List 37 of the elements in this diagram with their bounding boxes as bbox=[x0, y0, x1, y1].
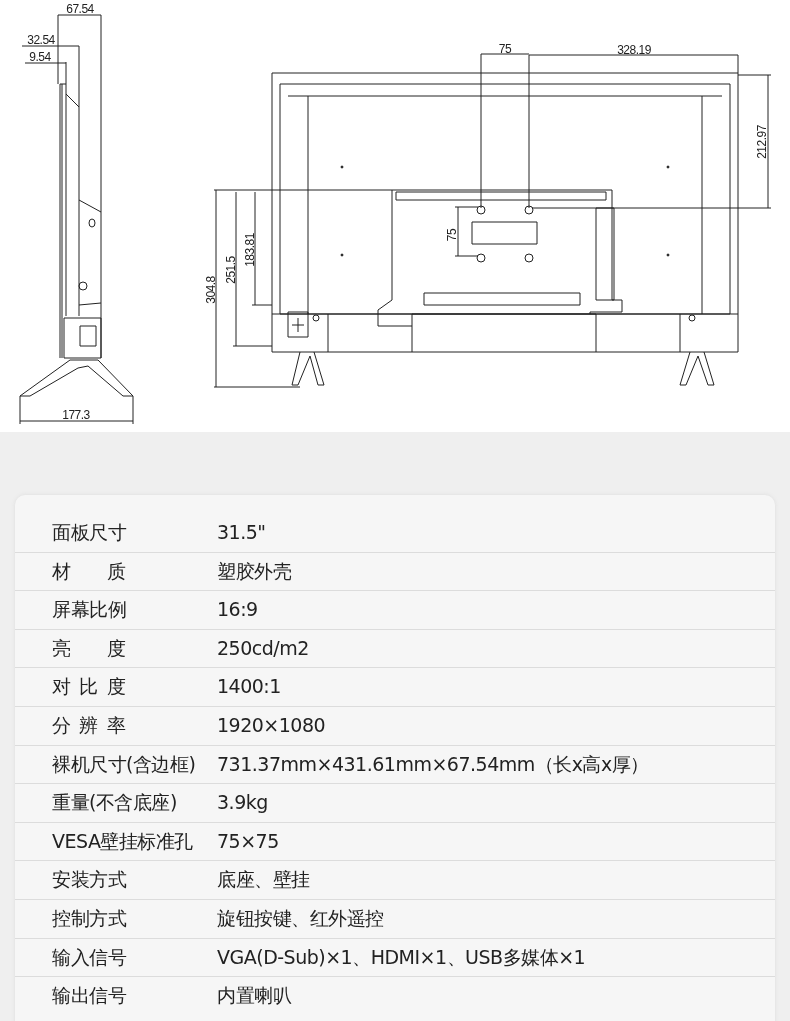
dimension-label: 75 bbox=[446, 228, 458, 242]
spec-value: 16:9 bbox=[217, 598, 258, 621]
spec-label: 重量(不含底座) bbox=[52, 791, 177, 814]
spec-label: 输出信号 bbox=[52, 984, 126, 1007]
spec-label: 对比度 bbox=[52, 675, 125, 698]
spec-label: VESA壁挂标准孔 bbox=[52, 829, 193, 852]
spec-label: 输入信号 bbox=[52, 945, 126, 968]
spec-value: 3.9kg bbox=[217, 791, 268, 814]
dimension-label: 9.54 bbox=[29, 51, 51, 63]
spec-value: 31.5" bbox=[217, 521, 266, 543]
dimension-label: 32.54 bbox=[27, 34, 55, 46]
spec-value: VGA(D-Sub)×1、HDMI×1、USB多媒体×1 bbox=[217, 945, 586, 968]
spec-label: 安装方式 bbox=[52, 868, 126, 891]
spec-label: 面板尺寸 bbox=[52, 521, 126, 543]
spec-value: 1920×1080 bbox=[217, 714, 326, 736]
spec-label: 控制方式 bbox=[52, 907, 126, 929]
spec-value: 75×75 bbox=[217, 829, 279, 852]
dimension-label: 67.54 bbox=[66, 3, 94, 15]
dimension-label: 304.8 bbox=[205, 276, 217, 304]
spec-label: 裸机尺寸(含边框) bbox=[52, 752, 196, 775]
spec-label: 材质 bbox=[52, 559, 125, 582]
spec-value: 底座、壁挂 bbox=[217, 868, 310, 891]
dimension-label: 75 bbox=[498, 43, 512, 55]
spec-label: 亮度 bbox=[52, 636, 125, 659]
spec-label: 屏幕比例 bbox=[52, 598, 126, 621]
dimension-label: 328.19 bbox=[617, 44, 651, 56]
spec-value: 旋钮按键、红外遥控 bbox=[217, 907, 384, 929]
dimension-label: 251.5 bbox=[225, 256, 237, 284]
spec-value: 250cd/m2 bbox=[217, 636, 309, 659]
spec-value: 内置喇叭 bbox=[217, 984, 291, 1007]
spec-label: 分辨率 bbox=[52, 714, 125, 736]
dimension-label: 183.81 bbox=[244, 233, 256, 267]
spec-value: 塑胶外壳 bbox=[217, 559, 291, 582]
spec-value: 1400:1 bbox=[217, 675, 281, 698]
spec-value: 731.37mm×431.61mm×67.54mm（长x高x厚） bbox=[217, 752, 649, 775]
dimension-label: 177.3 bbox=[62, 409, 90, 421]
dimension-label: 212.97 bbox=[756, 125, 768, 159]
